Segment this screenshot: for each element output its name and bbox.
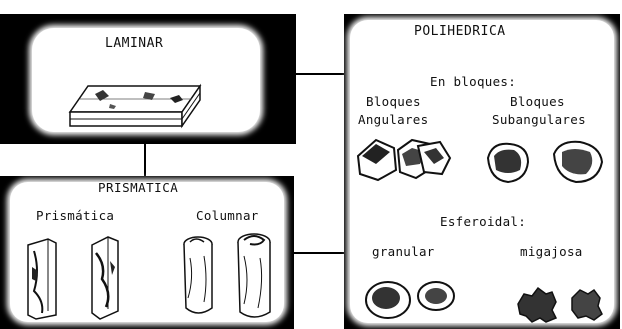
prismatica-left-label: Prismática (36, 208, 115, 223)
poliedrica-title: POLIHEDRICA (414, 24, 506, 39)
angulares-label-line2: Angulares (358, 112, 429, 127)
prismatic-prism-illustrations (27, 236, 119, 320)
prismatica-title: PRISMATICA (98, 180, 179, 195)
laminar-title: LAMINAR (105, 36, 164, 51)
granular-label: granular (372, 244, 435, 259)
laminar-panel: LAMINAR (0, 14, 296, 144)
prismatica-right-label: Columnar (196, 208, 259, 223)
angulares-label-line1: Bloques (366, 94, 421, 109)
prismatica-panel: PRISMATICA Prismática Columnar (0, 176, 294, 329)
subangulares-label-line2: Subangulares (492, 112, 586, 127)
connector-laminar-poliedrica (296, 73, 344, 75)
columnar-column-illustrations (183, 233, 271, 318)
connector-prismatica-poliedrica (294, 252, 344, 254)
subangular-blocks-illustration (486, 140, 604, 184)
granular-illustration (365, 281, 455, 319)
migajosa-label: migajosa (520, 244, 583, 259)
migajosa-illustration (517, 286, 603, 323)
bloques-heading: En bloques: (430, 74, 517, 89)
esferoidal-heading: Esferoidal: (440, 214, 527, 229)
poliedrica-panel: POLIHEDRICA En bloques: Bloques Angulare… (344, 14, 620, 329)
subangulares-label-line1: Bloques (510, 94, 565, 109)
laminar-block-illustration (68, 83, 202, 129)
connector-laminar-prismatica (144, 144, 146, 176)
angular-blocks-illustration (356, 138, 452, 182)
